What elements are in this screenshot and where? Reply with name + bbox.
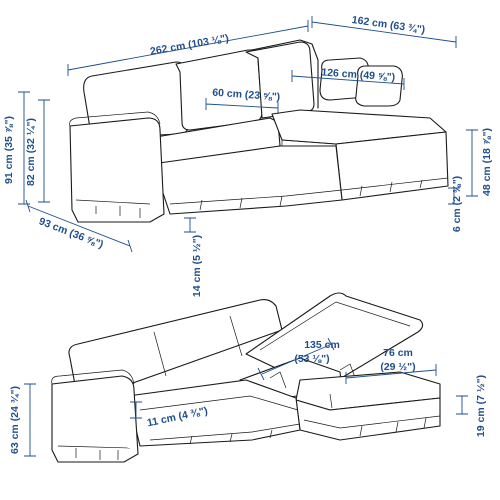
storage-depth-cm-label: 135 cm bbox=[304, 339, 340, 351]
chaise-seat-depth-label: 126 cm (49 ⅝") bbox=[321, 66, 396, 83]
sofa-bottom-illustration bbox=[51, 292, 441, 463]
arm-height-label: 63 cm (24 ¾") bbox=[9, 386, 21, 454]
floor-clearance-label: 14 cm (5 ½") bbox=[191, 235, 203, 297]
bottom-dimension-lines bbox=[24, 337, 468, 457]
sofa-top-illustration bbox=[69, 39, 449, 223]
storage-width-cm-label: 76 cm bbox=[383, 347, 413, 359]
storage-width-in-label: (29 ½") bbox=[380, 361, 415, 373]
top-dimension-lines bbox=[18, 16, 478, 253]
chaise-floor-clearance-label: 6 cm (2 ⅜") bbox=[451, 176, 463, 232]
total-width-label: 262 cm (103 ⅛") bbox=[149, 32, 230, 58]
storage-depth-in-label: (53 ⅛") bbox=[294, 353, 329, 365]
storage-height-label: 19 cm (7 ½") bbox=[475, 375, 487, 437]
seat-depth-label: 60 cm (23 ⅝") bbox=[212, 87, 281, 104]
chaise-height-label: 48 cm (18 ⅞") bbox=[481, 128, 493, 196]
total-height-label: 91 cm (35 ⅞") bbox=[3, 116, 15, 184]
back-height-label: 82 cm (32 ¼") bbox=[25, 118, 37, 186]
